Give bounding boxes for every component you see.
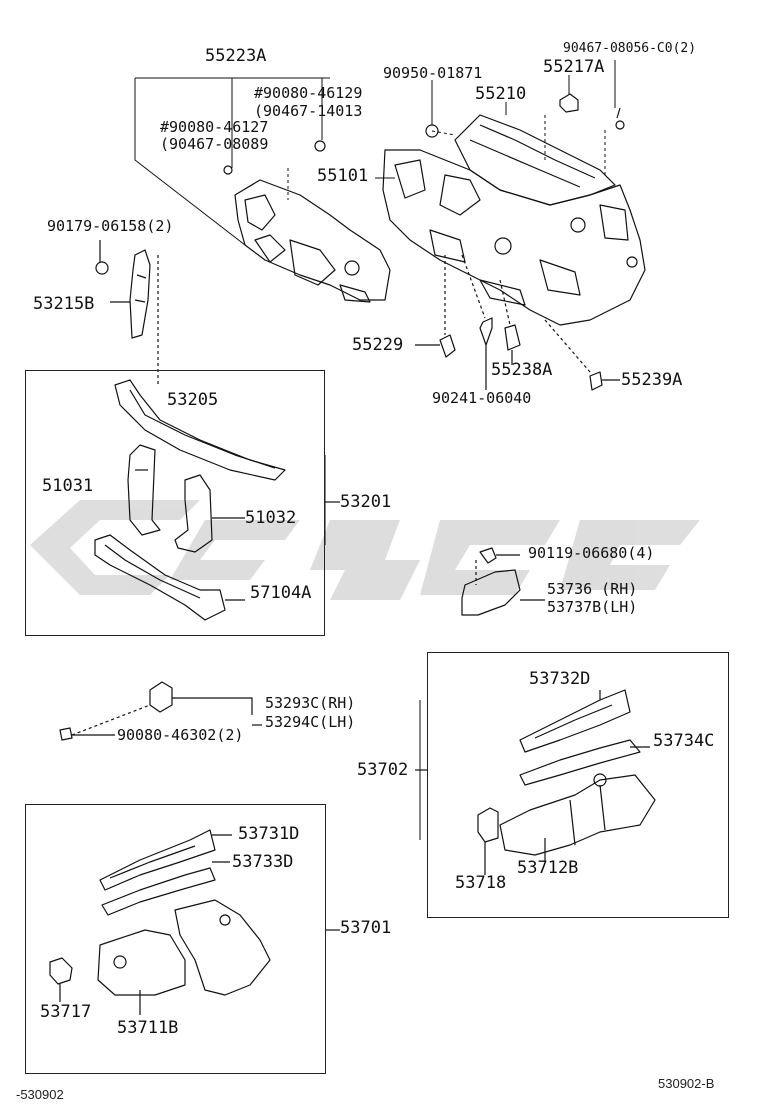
label-90241-06040: 90241-06040	[432, 389, 532, 407]
dash-panel-55101-left	[234, 179, 391, 303]
label-53205: 53205	[167, 390, 219, 410]
leader-lines-top	[134, 60, 616, 246]
label-53294C: 53294C(LH)	[265, 713, 356, 731]
bracket-53293C	[59, 681, 262, 741]
label-55223A: 55223A	[205, 46, 267, 66]
watermark-logo	[30, 500, 700, 600]
label-90119-06680: 90119-06680(4)	[528, 544, 655, 562]
bracket-53736	[461, 547, 545, 616]
fasteners-lower	[415, 254, 620, 391]
label-53215B: 53215B	[33, 294, 95, 314]
group-bracket-lines	[324, 455, 421, 840]
label-90950-01871: 90950-01871	[383, 64, 483, 82]
label-53712B: 53712B	[517, 858, 579, 878]
label-55210: 55210	[475, 84, 527, 104]
apron-group-53702	[415, 689, 656, 875]
cowl-panel-55210	[454, 114, 616, 206]
label-53731D: 53731D	[238, 824, 300, 844]
label-90467-08056: 90467-08056-C0(2)	[563, 41, 697, 56]
radiator-support-group	[94, 379, 340, 621]
label-53732D: 53732D	[529, 669, 591, 689]
group-box-53702	[427, 652, 729, 918]
label-90467-08089: (90467-08089	[160, 135, 269, 153]
label-90080-46129: #90080-46129	[254, 84, 363, 102]
label-53736: 53736 (RH)	[547, 580, 638, 598]
label-55101: 55101	[317, 166, 369, 186]
group-box-53201	[25, 370, 325, 636]
label-90467-14013: (90467-14013	[254, 102, 363, 120]
footer-ref-right: 530902-B	[658, 1076, 715, 1091]
fasteners-top	[223, 93, 625, 175]
label-53718: 53718	[455, 873, 507, 893]
label-53293C: 53293C(RH)	[265, 694, 356, 712]
label-90080-46302: 90080-46302(2)	[117, 726, 244, 744]
bracket-53215B	[95, 240, 159, 385]
label-53201: 53201	[340, 492, 392, 512]
label-55229: 55229	[352, 335, 404, 355]
label-90080-46127: #90080-46127	[160, 118, 269, 136]
label-53737B: 53737B(LH)	[547, 598, 638, 616]
label-55239A: 55239A	[621, 370, 683, 390]
label-51031: 51031	[42, 476, 94, 496]
label-53711B: 53711B	[117, 1018, 179, 1038]
label-53734C: 53734C	[653, 731, 715, 751]
label-53702: 53702	[357, 760, 409, 780]
label-90179-06158: 90179-06158(2)	[47, 217, 174, 235]
label-53733D: 53733D	[232, 852, 294, 872]
label-51032: 51032	[245, 508, 297, 528]
apron-group-53701	[49, 829, 340, 1015]
label-55217A: 55217A	[543, 57, 605, 77]
label-55238A: 55238A	[491, 360, 553, 380]
group-box-53701	[25, 804, 326, 1074]
label-53717: 53717	[40, 1002, 92, 1022]
footer-ref-left: -530902	[16, 1087, 64, 1102]
label-57104A: 57104A	[250, 583, 312, 603]
label-53701: 53701	[340, 918, 392, 938]
